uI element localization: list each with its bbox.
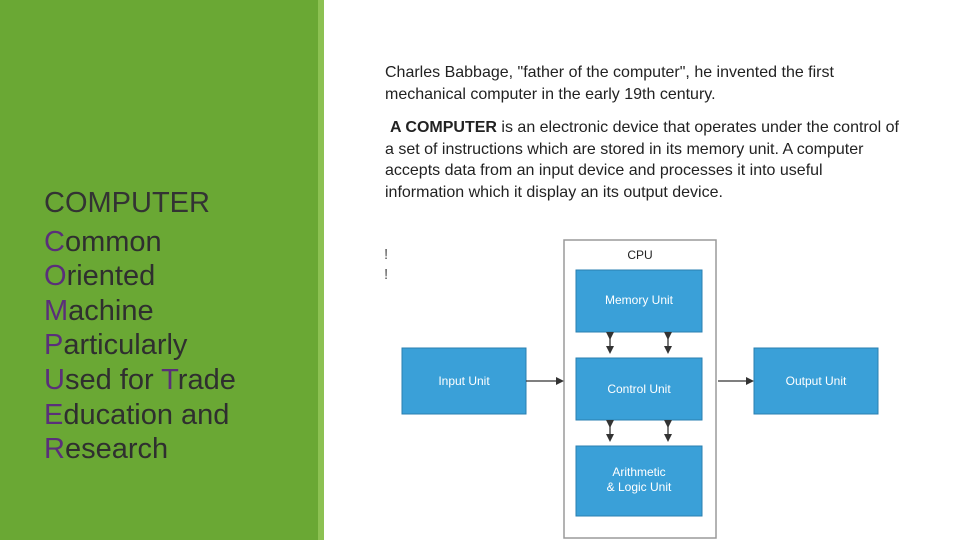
alu-label-line2: & Logic Unit [606, 480, 672, 494]
acronym-rest: sed for [64, 363, 162, 396]
memory-unit-label: Memory Unit [604, 293, 673, 307]
input-unit-label: Input Unit [438, 374, 490, 388]
babbage-paragraph: Charles Babbage, "father of the computer… [385, 64, 834, 103]
computer-block-diagram: CPU Memory Unit Control Unit Arithmetic … [400, 238, 880, 540]
output-unit-label: Output Unit [785, 374, 847, 388]
alu-box [575, 445, 703, 517]
acronym-initial: M [44, 294, 69, 327]
acronym-rest: achine [68, 294, 154, 327]
control-unit-box [575, 357, 703, 421]
cpu-label: CPU [627, 248, 653, 262]
acronym-initial: T [161, 363, 178, 396]
computer-bold-term: A COMPUTER [390, 119, 497, 136]
acronym-initial: P [44, 329, 64, 362]
diagram-svg [401, 239, 879, 539]
acronym-heading: COMPUTER [44, 187, 210, 219]
acronym-initial: C [44, 225, 65, 258]
acronym-line-machine: Machine [44, 294, 314, 329]
acronym-initial: R [44, 433, 65, 466]
acronym-initial: O [44, 260, 67, 293]
acronym-line-particularly: Particularly [44, 328, 314, 363]
computer-definition-paragraph: A COMPUTER is an electronic device that … [385, 117, 905, 203]
left-green-panel [0, 0, 318, 540]
output-unit-box [753, 347, 879, 415]
acronym-rest: articularly [63, 329, 188, 362]
acronym-rest: esearch [64, 433, 169, 466]
acronym-line-used-for-trade: Used for Trade [44, 363, 314, 398]
acronym-rest: riented [66, 260, 156, 293]
acronym-block: COMPUTER Common Oriented Machine Particu… [44, 186, 314, 467]
stray-mark: ! [384, 246, 389, 263]
acronym-line-oriented: Oriented [44, 259, 314, 294]
acronym-line-education: Education and [44, 398, 314, 433]
acronym-line-research: Research [44, 432, 314, 467]
acronym-line-common: Common [44, 225, 314, 260]
acronym-rest: ducation and [63, 398, 230, 431]
left-accent-bar [318, 0, 324, 540]
acronym-initial: U [44, 363, 65, 396]
acronym-initial: E [44, 398, 64, 431]
alu-label-line1: Arithmetic [612, 465, 666, 479]
stray-mark: ! [384, 266, 389, 283]
acronym-rest: rade [177, 363, 236, 396]
control-unit-label: Control Unit [607, 382, 671, 396]
acronym-rest: ommon [64, 225, 162, 258]
definition-text: is an electronic device that operates un… [385, 119, 899, 201]
memory-unit-box [575, 269, 703, 333]
